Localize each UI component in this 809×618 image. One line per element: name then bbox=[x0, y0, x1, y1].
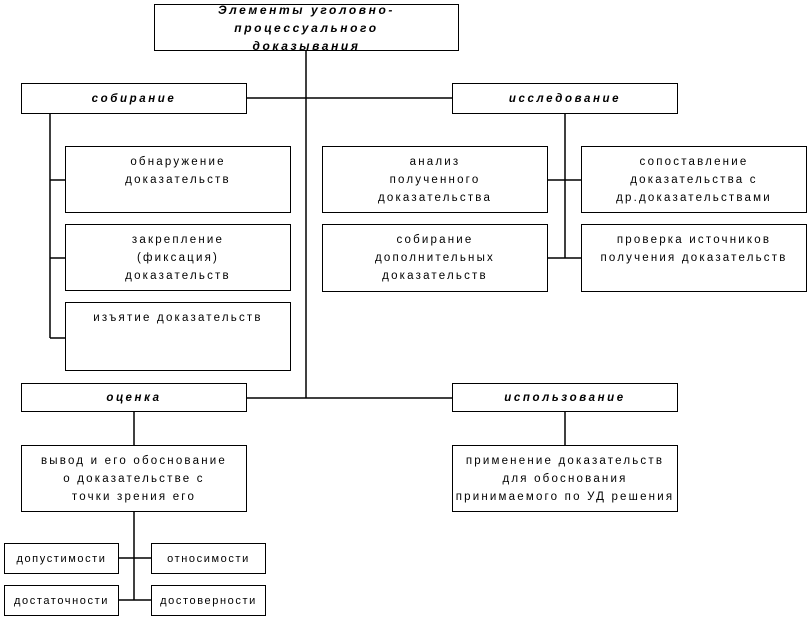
criterion-reliability: достоверности bbox=[151, 585, 266, 616]
stage-evaluation: оценка bbox=[21, 383, 247, 412]
research-item-analysis: анализ полученного доказательства bbox=[322, 146, 548, 213]
criterion-relevance: относимости bbox=[151, 543, 266, 574]
stage-usage: использование bbox=[452, 383, 678, 412]
research-item-comparison: сопоставление доказательства с др.доказа… bbox=[581, 146, 807, 213]
stage-research: исследование bbox=[452, 83, 678, 114]
stage-collection: собирание bbox=[21, 83, 247, 114]
root-title: Элементы уголовно-процессуального доказы… bbox=[154, 3, 459, 53]
research-item-source-check: проверка источников получения доказатель… bbox=[581, 224, 807, 292]
collection-item-fixation: закрепление (фиксация) доказательств bbox=[65, 224, 291, 291]
criterion-sufficiency: достаточности bbox=[4, 585, 119, 616]
research-item-additional: собирание дополнительных доказательств bbox=[322, 224, 548, 292]
evaluation-conclusion: вывод и его обоснование о доказательстве… bbox=[21, 445, 247, 512]
usage-application: применение доказательств для обоснования… bbox=[452, 445, 678, 512]
collection-item-detection: обнаружение доказательств bbox=[65, 146, 291, 213]
criterion-admissibility: допустимости bbox=[4, 543, 119, 574]
collection-item-seizure: изъятие доказательств bbox=[65, 302, 291, 371]
